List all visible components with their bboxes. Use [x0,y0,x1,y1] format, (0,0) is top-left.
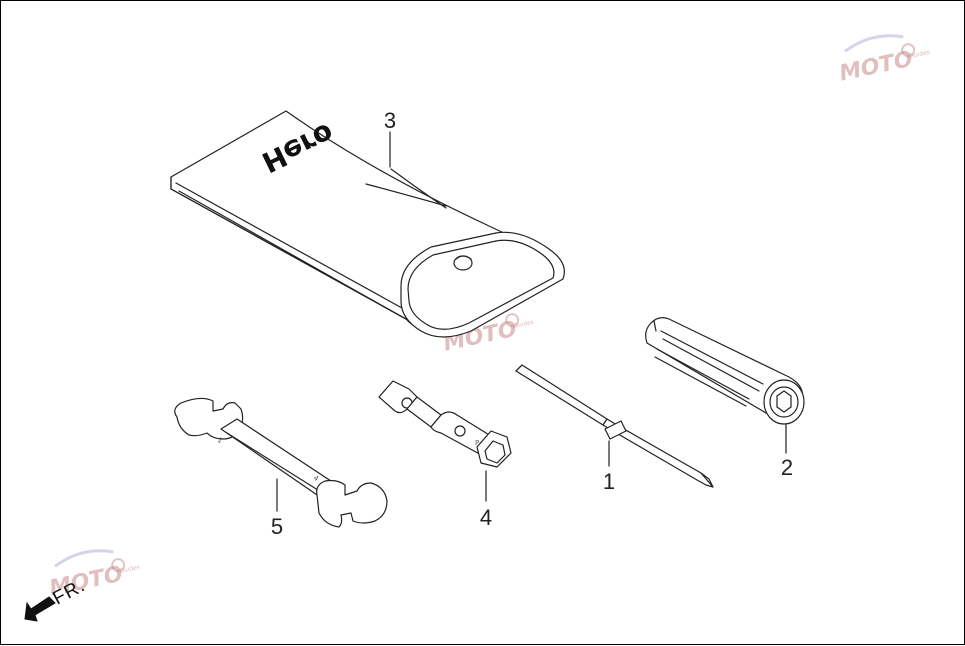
spark-plug-spanner: P [378,380,512,502]
tool-pouch: Hero [170,110,565,338]
watermark-subtext: Guides [909,49,931,60]
callout-4: 4 [480,505,492,530]
front-arrow-icon [24,596,56,622]
callout-5: 5 [271,514,283,539]
spanner-stamp: P [475,439,479,447]
wrench-size-b: 4 [312,474,321,483]
callout-1: 1 [603,469,615,494]
watermark-subtext: Guides [513,319,535,330]
callout-3: 3 [384,108,396,133]
screwdriver-handle [645,317,805,454]
screwdriver-bit [515,364,714,488]
watermark-subtext: Guides [119,564,141,575]
wrench-size-a: 1 [216,436,224,445]
double-ended-wrench: 1 4 [174,397,388,528]
watermark-top-right: MOTO Guides [837,34,931,87]
callout-2: 2 [781,455,793,480]
